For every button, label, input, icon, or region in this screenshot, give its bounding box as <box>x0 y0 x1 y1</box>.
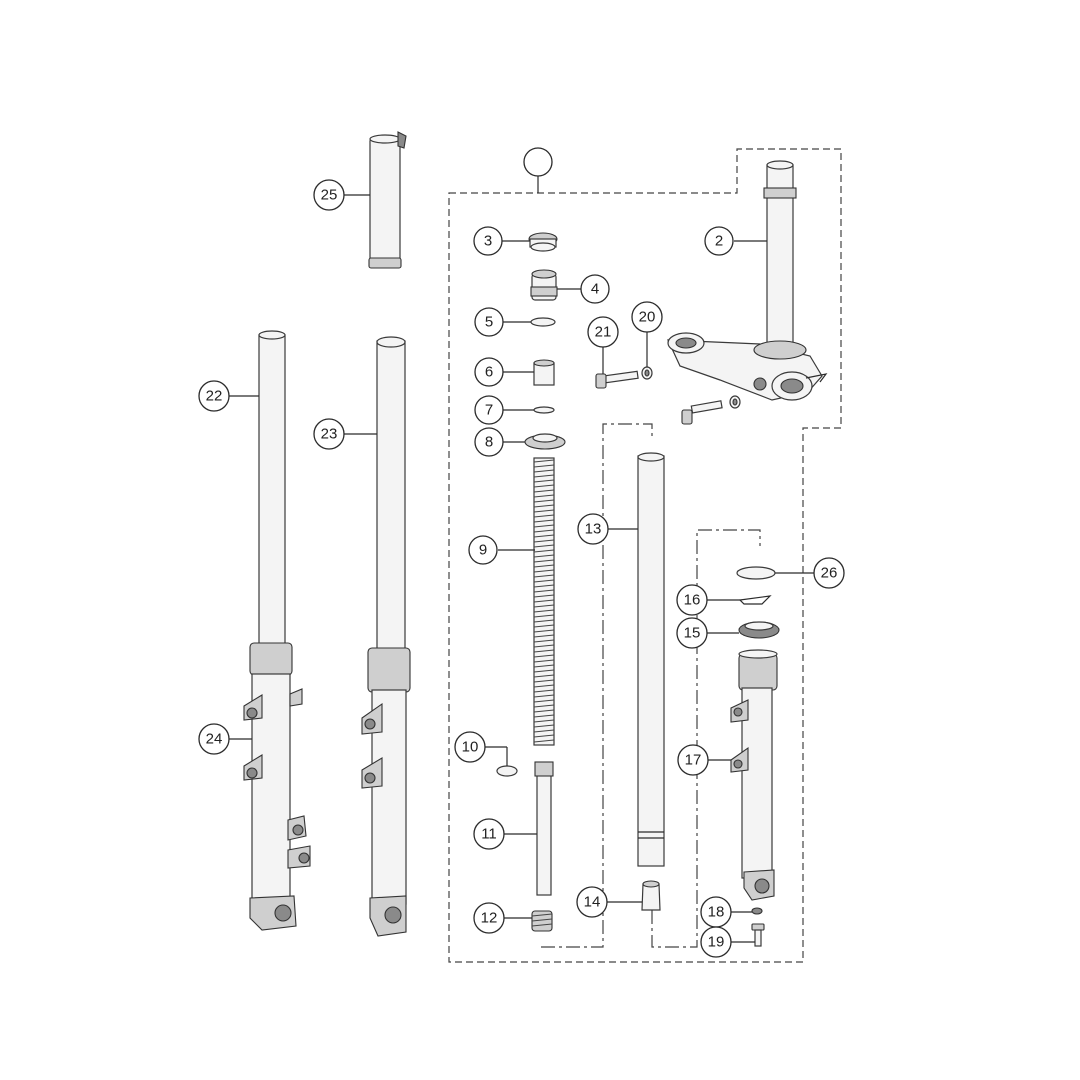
callout-9: 9 <box>468 535 498 565</box>
callout-24: 24 <box>198 723 230 755</box>
part-14-oil-lock-piece <box>641 880 661 911</box>
svg-text:24: 24 <box>206 731 223 748</box>
callout-11: 11 <box>473 818 505 850</box>
part-9-fork-spring <box>533 457 555 746</box>
callout-13: 13 <box>577 513 609 545</box>
svg-text:19: 19 <box>708 934 725 951</box>
callout-6: 6 <box>474 357 504 387</box>
part-22-fork-assembly-left <box>243 330 311 931</box>
callout-26: 26 <box>813 557 845 589</box>
callout-2: 2 <box>704 226 734 256</box>
svg-text:15: 15 <box>684 625 701 642</box>
svg-text:23: 23 <box>321 426 338 443</box>
callout-15: 15 <box>676 617 708 649</box>
part-23-fork-assembly-right <box>361 336 411 937</box>
part-10-ring <box>496 765 518 777</box>
svg-text:26: 26 <box>821 565 838 582</box>
callout-12: 12 <box>473 902 505 934</box>
part-8-spring-seat <box>524 433 566 450</box>
callout-7: 7 <box>474 395 504 425</box>
callout-20: 20 <box>631 301 663 333</box>
callout-14: 14 <box>576 886 608 918</box>
part-15-oil-seal <box>738 621 780 639</box>
callout-23: 23 <box>313 418 345 450</box>
svg-text:8: 8 <box>485 434 493 451</box>
callout-4: 4 <box>580 274 610 304</box>
svg-text:6: 6 <box>485 364 493 381</box>
svg-text:7: 7 <box>485 402 493 419</box>
part-5-washer <box>530 317 556 327</box>
part-3-cap <box>528 232 558 252</box>
part-2-steering-stem <box>667 160 828 401</box>
part-17-outer-tube <box>730 649 778 901</box>
svg-text:3: 3 <box>484 233 492 250</box>
leader-lines <box>229 194 814 943</box>
callout-8: 8 <box>474 427 504 457</box>
part-26-retaining-ring <box>736 566 776 580</box>
svg-text:11: 11 <box>481 826 497 843</box>
damper-subgroup-bracket <box>541 423 653 948</box>
svg-text:13: 13 <box>585 521 602 538</box>
svg-text:17: 17 <box>685 752 702 769</box>
part-19-bolt <box>751 923 765 947</box>
part-4-collar <box>530 269 558 301</box>
part-7-o-ring <box>533 406 555 414</box>
part-25-tube-sleeve <box>368 131 407 269</box>
callout-25: 25 <box>313 179 345 211</box>
svg-text:9: 9 <box>479 542 487 559</box>
svg-text:2: 2 <box>715 233 723 250</box>
part-18-washer <box>751 907 763 915</box>
svg-text:16: 16 <box>684 592 701 609</box>
svg-text:22: 22 <box>206 388 223 405</box>
svg-text:10: 10 <box>462 739 479 756</box>
svg-text:21: 21 <box>595 324 612 341</box>
callout-19: 19 <box>700 926 732 958</box>
callout-17: 17 <box>677 744 709 776</box>
svg-text:12: 12 <box>481 910 498 927</box>
part-11-damper-rod <box>534 761 554 896</box>
callout-group <box>523 147 553 177</box>
part-16-clip <box>738 595 772 605</box>
svg-text:14: 14 <box>584 894 601 911</box>
svg-text:5: 5 <box>485 314 493 331</box>
part-20-nuts <box>641 366 741 409</box>
callout-16: 16 <box>676 584 708 616</box>
callout-10: 10 <box>454 731 486 763</box>
svg-text:4: 4 <box>591 281 599 298</box>
assembly-group-boundary <box>448 148 842 963</box>
callout-5: 5 <box>474 307 504 337</box>
svg-text:25: 25 <box>321 187 338 204</box>
callout-21: 21 <box>587 316 619 348</box>
tube-subgroup-bracket <box>651 529 761 948</box>
part-13-inner-tube <box>637 452 665 867</box>
part-12-rebound-spring <box>531 910 553 932</box>
callout-18: 18 <box>700 896 732 928</box>
callout-3: 3 <box>473 226 503 256</box>
part-6-spacer <box>533 359 555 386</box>
part-21-clamp-bolts <box>595 370 723 425</box>
svg-text:20: 20 <box>639 309 656 326</box>
callout-22: 22 <box>198 380 230 412</box>
svg-text:18: 18 <box>708 904 725 921</box>
